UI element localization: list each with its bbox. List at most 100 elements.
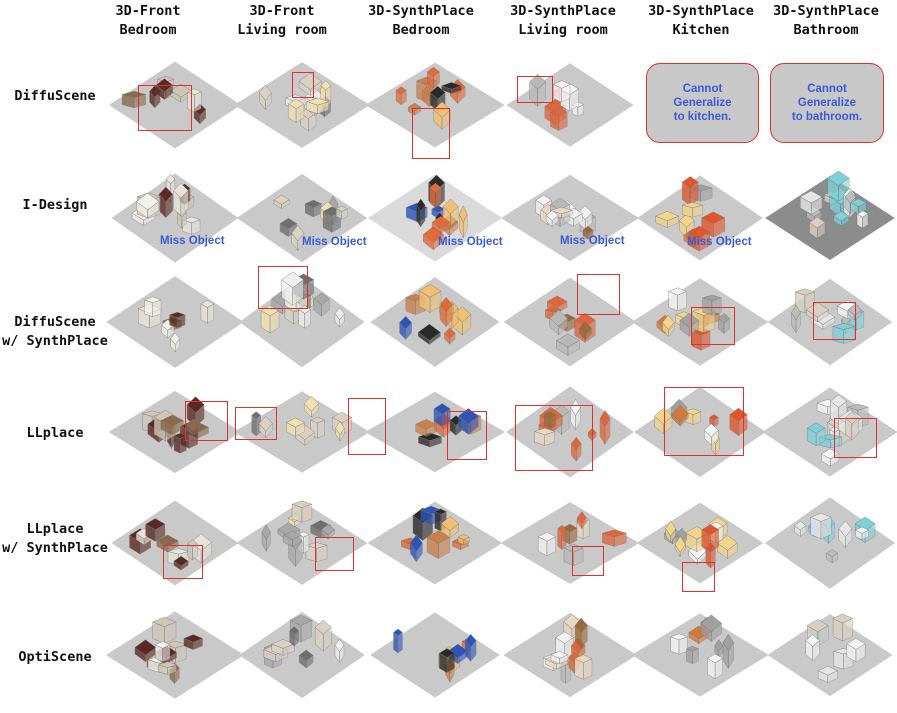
scene-render — [500, 483, 640, 595]
furniture-object — [791, 304, 801, 334]
row-header-optiscene: OptiScene — [0, 648, 110, 667]
miss-object-label: Miss Object — [438, 236, 503, 248]
furniture-object — [844, 411, 859, 441]
miss-object-label: Miss Object — [560, 235, 625, 247]
room-render-image — [631, 278, 769, 366]
furniture-object — [335, 205, 348, 220]
row-header-diffuscene: DiffuScene — [0, 87, 110, 106]
room-render-image — [239, 271, 365, 368]
furniture-object — [418, 284, 442, 313]
highlight-box — [813, 302, 856, 340]
room-render-image — [105, 611, 245, 699]
furniture-object — [121, 91, 147, 109]
furniture-object — [670, 633, 688, 655]
scene-render — [630, 483, 770, 595]
furniture-object — [560, 659, 571, 684]
scene-render — [105, 158, 245, 270]
floor-plane — [637, 175, 763, 261]
furniture-object — [654, 408, 673, 435]
furniture-object — [283, 530, 302, 547]
furniture-object — [847, 304, 862, 321]
furniture-object — [281, 271, 304, 306]
furniture-object — [416, 198, 426, 228]
furniture-object — [577, 511, 587, 530]
column-header-synthplace-bedroom: 3D-SynthPlace Bedroom — [355, 2, 487, 40]
furniture-object — [537, 531, 557, 557]
furniture-object — [173, 555, 189, 571]
furniture-object — [156, 534, 179, 553]
furniture-object — [173, 183, 189, 217]
furniture-object — [399, 315, 412, 340]
miss-object-label: Miss Object — [160, 235, 225, 247]
furniture-object — [429, 182, 442, 209]
column-header-line2: Living room — [237, 22, 327, 38]
room-render-image — [236, 173, 368, 263]
highlight-box — [691, 307, 735, 345]
row-header-line2: w/ SynthPlace — [2, 333, 108, 349]
scene-render — [630, 262, 770, 374]
cannot-generalize-kitchen-note: Cannot Generalize to kitchen. — [646, 63, 759, 143]
furniture-object — [707, 653, 724, 680]
column-header-line2: Bedroom — [392, 22, 450, 38]
furniture-object — [295, 424, 315, 446]
furniture-object — [273, 194, 290, 209]
room-render-image — [108, 390, 242, 474]
furniture-object — [688, 225, 711, 252]
scene-render — [232, 372, 372, 484]
furniture-object — [543, 410, 557, 430]
furniture-object — [587, 427, 597, 442]
scene-render — [365, 262, 505, 374]
furniture-object — [187, 539, 198, 561]
furniture-object — [794, 520, 807, 537]
scene-render — [500, 262, 640, 374]
room-render-image — [506, 386, 634, 478]
furniture-object — [458, 205, 468, 239]
scene-render — [500, 595, 640, 707]
row-header-llplace: LLplace — [0, 424, 110, 443]
furniture-object — [440, 516, 460, 539]
furniture-object — [534, 427, 556, 446]
furniture-object — [200, 300, 215, 324]
furniture-object — [449, 415, 463, 436]
furniture-object — [717, 535, 738, 560]
furniture-object — [395, 86, 407, 106]
note-line: to kitchen. — [673, 111, 732, 123]
room-render-image — [111, 500, 239, 586]
furniture-object — [136, 192, 160, 219]
furniture-object — [701, 211, 726, 238]
scene-render — [232, 483, 372, 595]
furniture-object — [722, 633, 734, 669]
column-header-line2: Living room — [518, 22, 608, 38]
floor-plane — [764, 497, 896, 589]
furniture-object — [582, 226, 594, 240]
room-render-image — [631, 613, 769, 697]
furniture-object — [334, 638, 345, 664]
room-render-image — [234, 62, 370, 148]
furniture-object — [158, 186, 173, 219]
floor-plane — [370, 277, 500, 367]
floor-plane — [367, 174, 503, 262]
furniture-object — [674, 535, 686, 558]
row-header-diffuscene-synthplace: DiffuScene w/ SynthPlace — [0, 313, 110, 351]
scene-render — [630, 372, 770, 484]
miss-object-label: Miss Object — [687, 236, 752, 248]
furniture-object — [270, 639, 296, 656]
furniture-object — [410, 534, 423, 563]
furniture-object — [838, 520, 853, 549]
row-header-i-design: I-Design — [0, 196, 110, 215]
furniture-object — [833, 210, 850, 227]
furniture-object — [846, 638, 866, 663]
furniture-object — [168, 311, 186, 328]
highlight-box — [834, 418, 877, 458]
furniture-object — [304, 199, 323, 218]
furniture-object — [145, 518, 166, 542]
highlight-box — [163, 545, 203, 579]
furniture-object — [183, 634, 204, 650]
furniture-object — [433, 403, 451, 427]
furniture-object — [152, 617, 177, 644]
furniture-object — [291, 500, 313, 523]
column-header-line1: 3D-SynthPlace — [510, 3, 616, 19]
furniture-object — [408, 102, 422, 116]
furniture-object — [298, 72, 323, 96]
furniture-object — [599, 410, 611, 445]
